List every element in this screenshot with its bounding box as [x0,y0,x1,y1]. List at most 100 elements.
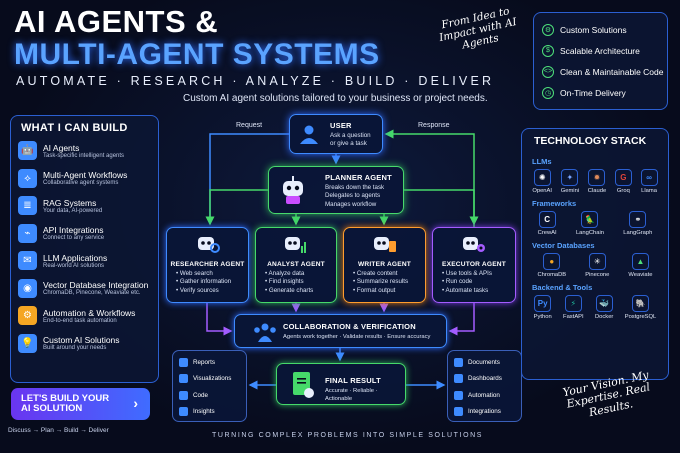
tech-logo: ▲Weaviate [628,253,652,278]
item-title: Multi-Agent Workflows [43,170,128,181]
bulb-icon [179,407,188,417]
code-icon: <> [542,65,554,78]
tech-section-title: Backend & Tools [532,283,593,292]
logo-label: Pinecone [585,272,610,278]
logo-label: Llama [641,188,657,194]
dashboard-icon [454,374,463,384]
list-item: Code [173,387,246,404]
logo-label: PostgreSQL [624,314,657,320]
writer-agent-node: WRITER AGENT • Create content• Summarize… [343,227,426,303]
robot-gear-icon [463,237,485,252]
item-title: Vector Database Integration [43,280,149,291]
list-item: Documents [448,354,521,371]
tech-section-title: Frameworks [532,199,577,208]
item-desc: End-to-end task automation [43,317,117,324]
item-title: Automation & Workflows [43,307,136,318]
logo-label: CrewAI [537,230,557,236]
tech-logo: 🐘PostgreSQL [624,295,657,320]
logo-icon: G [614,169,632,186]
logo-row: ●ChromaDB ✳Pinecone ▲Weaviate [522,253,668,278]
logo-icon: ✹ [588,169,606,186]
logo-label: Docker [595,314,614,320]
process-steps: Discuss → Plan → Build → Deliver [8,427,109,434]
item-title: RAG Systems [43,197,97,208]
network-icon: ⟡ [18,168,37,188]
panel-title: TECHNOLOGY STACK [534,135,647,147]
robot-icon [283,176,303,204]
item-desc: Real-world AI solutions [43,262,105,269]
item-desc: Your data, AI-powered [43,207,103,214]
tech-section-title: Vector Databases [532,241,595,250]
logo-icon: ∞ [640,169,658,186]
item-desc: Connect to any service [43,235,105,242]
integration-icon [454,407,463,417]
outputs-left-panel: Reports Visualizations Code Insights [172,350,247,422]
tech-logo: ∞ Llama [640,169,658,194]
item-title: Custom AI Solutions [43,335,120,346]
logo-label: Claude [587,188,607,194]
tagline: AUTOMATE · RESEARCH · ANALYZE · BUILD · … [16,74,495,88]
title-line-2: MULTI-AGENT SYSTEMS [14,38,380,71]
logo-label: Groq [616,188,630,194]
technology-stack-panel: TECHNOLOGY STACK LLMs✺OpenAI✦Gemini✹Clau… [521,128,669,380]
logo-label: LangChain [575,230,604,236]
item-desc: Built around your needs [43,345,107,352]
feature-row: <>Clean & Maintainable Code [542,65,664,78]
robot-icon: 🤖 [18,141,37,161]
tech-logo: 🦜LangChain [576,211,604,236]
logo-label: FastAPI [563,314,584,320]
chevron-right-icon: › [133,395,138,411]
logo-icon: Py [534,295,552,312]
response-label: Response [418,122,450,129]
cylinder-icon: ◉ [18,278,37,298]
document-check-icon [293,372,314,398]
tech-logo: ✹ Claude [588,169,606,194]
item-desc: ChromaDB, Pinecone, Weaviate etc. [43,290,141,297]
logo-icon: ✦ [561,169,579,186]
subtitle: Custom AI agent solutions tailored to yo… [183,93,488,104]
robot-document-icon [373,237,396,252]
tech-logo: ●ChromaDB [537,253,567,278]
robot-search-icon [197,237,220,253]
item-title: API Integrations [43,225,104,236]
team-icon [254,323,276,342]
logo-label: ChromaDB [537,272,567,278]
final-result-node: FINAL RESULT Accurate · Reliable · Actio… [276,363,406,405]
logo-label: LangGraph [623,230,653,236]
list-item: Visualizations [173,371,246,388]
robot-chart-icon [285,237,306,253]
logo-icon: ⚭ [629,211,647,228]
item-desc: Task-specific intelligent agents [43,152,125,159]
lets-build-button[interactable]: LET'S BUILD YOUR AI SOLUTION › [11,388,150,420]
document-icon [454,357,463,367]
logo-label: Weaviate [628,272,653,278]
outputs-right-panel: Documents Dashboards Automation Integrat… [447,350,522,422]
collaboration-node: COLLABORATION & VERIFICATION Agents work… [234,314,447,348]
logo-label: OpenAI [532,188,553,194]
panel-title: WHAT I CAN BUILD [21,122,128,134]
list-item: Automation [448,387,521,404]
bulb-icon: 💡 [18,333,37,353]
list-item: Integrations [448,404,521,421]
logo-icon: C [538,211,556,228]
tech-section-title: LLMs [532,157,552,166]
feature-row: ⚙Custom Solutions [534,19,667,40]
clock-icon: ◷ [542,86,554,99]
logo-icon: ⚡ [564,295,582,312]
dollar-icon: $ [542,44,554,57]
executor-agent-node: EXECUTOR AGENT • Use tools & APIs• Run c… [432,227,516,303]
tech-logo: ✳Pinecone [585,253,609,278]
researcher-agent-node: RESEARCHER AGENT • Web search• Gather in… [166,227,249,303]
tech-logo: ⚡ FastAPI [563,295,584,320]
automation-icon [454,390,463,400]
tech-logo: 🐳Docker [595,295,613,320]
